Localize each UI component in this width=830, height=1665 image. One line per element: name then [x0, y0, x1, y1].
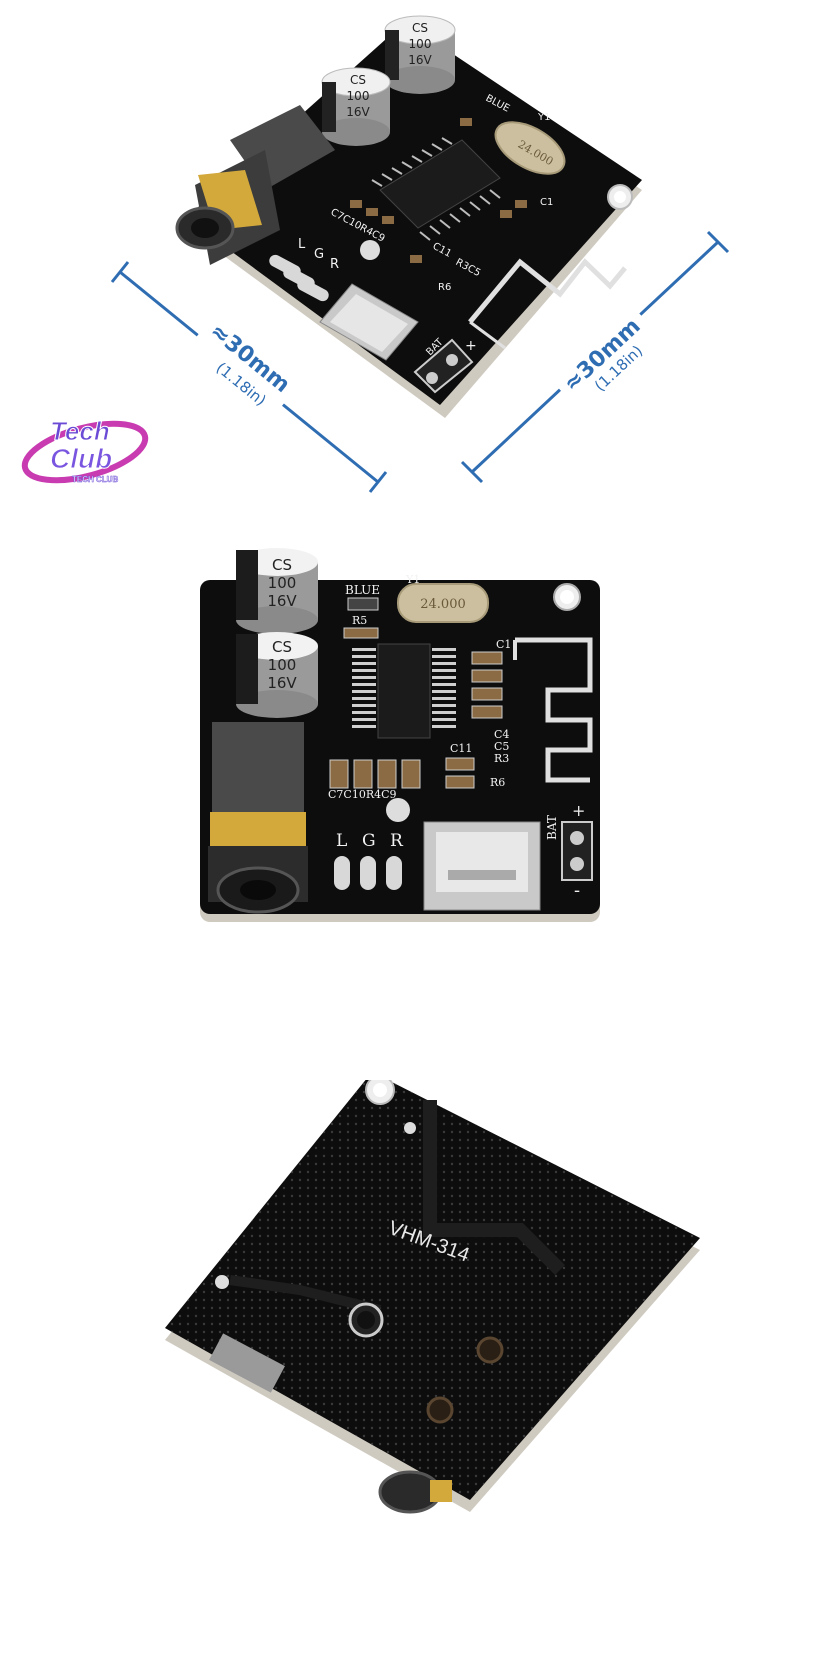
lgr-pads	[269, 254, 329, 302]
svg-text:100: 100	[409, 37, 432, 51]
svg-text:100: 100	[347, 89, 370, 103]
bat-pads	[561, 821, 593, 881]
label-y1: Y1	[537, 112, 550, 123]
svg-text:16V: 16V	[346, 105, 370, 119]
audio-jack	[175, 105, 335, 265]
board-bottom-panel: VHM-314	[0, 1072, 830, 1660]
label-r: R	[390, 831, 404, 851]
svg-text:Club: Club	[50, 443, 112, 474]
ic-chip	[377, 643, 431, 739]
board-perspective-figure: 24.000 CS 100 16V CS 100 16V L G R C7C10…	[21, 15, 730, 493]
label-bat: BAT	[545, 815, 559, 840]
label-c4: C4	[494, 728, 509, 741]
crystal-label: 24.000	[420, 597, 466, 612]
board-top-flat-figure: 24.000 Y1 BLUE R5 CS 100 16V CS 100 16V	[200, 548, 600, 922]
svg-text:100: 100	[268, 574, 297, 592]
board-bottom-figure: VHM-314	[165, 1072, 700, 1514]
label-c1: C1	[540, 197, 553, 208]
board-top-flat-panel: 24.000 Y1 BLUE R5 CS 100 16V CS 100 16V	[0, 540, 830, 1020]
svg-text:16V: 16V	[408, 53, 432, 67]
micro-usb-port	[209, 1333, 285, 1393]
label-blue: BLUE	[345, 583, 380, 597]
label-c1: C1	[496, 638, 511, 651]
ic-chip	[379, 139, 501, 229]
label-l: L	[336, 831, 347, 851]
board-perspective-panel: 24.000 CS 100 16V CS 100 16V L G R C7C10…	[0, 0, 830, 540]
crystal-oscillator	[494, 121, 566, 175]
svg-text:CS: CS	[272, 556, 292, 574]
capacitor-2: CS 100 16V	[321, 67, 391, 146]
micro-usb-port	[423, 821, 541, 911]
svg-text:CS: CS	[350, 73, 366, 87]
capacitor-2: CS 100 16V	[236, 632, 318, 718]
svg-text:Tech: Tech	[50, 416, 110, 446]
audio-jack	[208, 722, 308, 914]
label-y1: Y1	[405, 573, 420, 586]
label-r: R	[330, 257, 339, 272]
label-c7c10r4c9: C7C10R4C9	[328, 788, 397, 801]
tech-club-logo: Tech Club TECH CLUB	[21, 416, 149, 484]
label-r6: R6	[438, 282, 451, 293]
label-plus: +	[465, 338, 477, 354]
label-g: G	[362, 831, 376, 851]
label-minus: -	[574, 880, 580, 901]
svg-text:CS: CS	[412, 21, 428, 35]
svg-text:16V: 16V	[267, 674, 297, 692]
label-plus: +	[572, 801, 585, 820]
lgr-pads	[334, 856, 402, 890]
svg-text:TECH CLUB: TECH CLUB	[72, 475, 118, 484]
label-c11: C11	[450, 742, 472, 755]
label-c5: C5	[494, 740, 509, 753]
mount-hole	[360, 240, 380, 260]
capacitor-1: CS 100 16V	[236, 548, 318, 634]
label-r6: R6	[490, 776, 505, 789]
micro-usb-port	[319, 283, 419, 361]
svg-text:16V: 16V	[267, 592, 297, 610]
label-l: L	[298, 237, 306, 252]
label-r3: R3	[494, 752, 509, 765]
svg-text:100: 100	[268, 656, 297, 674]
label-r5: R5	[352, 614, 367, 627]
label-g: G	[314, 247, 324, 262]
crystal-oscillator	[397, 583, 489, 623]
capacitor-1: CS 100 16V	[384, 15, 456, 94]
mount-hole	[386, 798, 410, 822]
svg-text:CS: CS	[272, 638, 292, 656]
